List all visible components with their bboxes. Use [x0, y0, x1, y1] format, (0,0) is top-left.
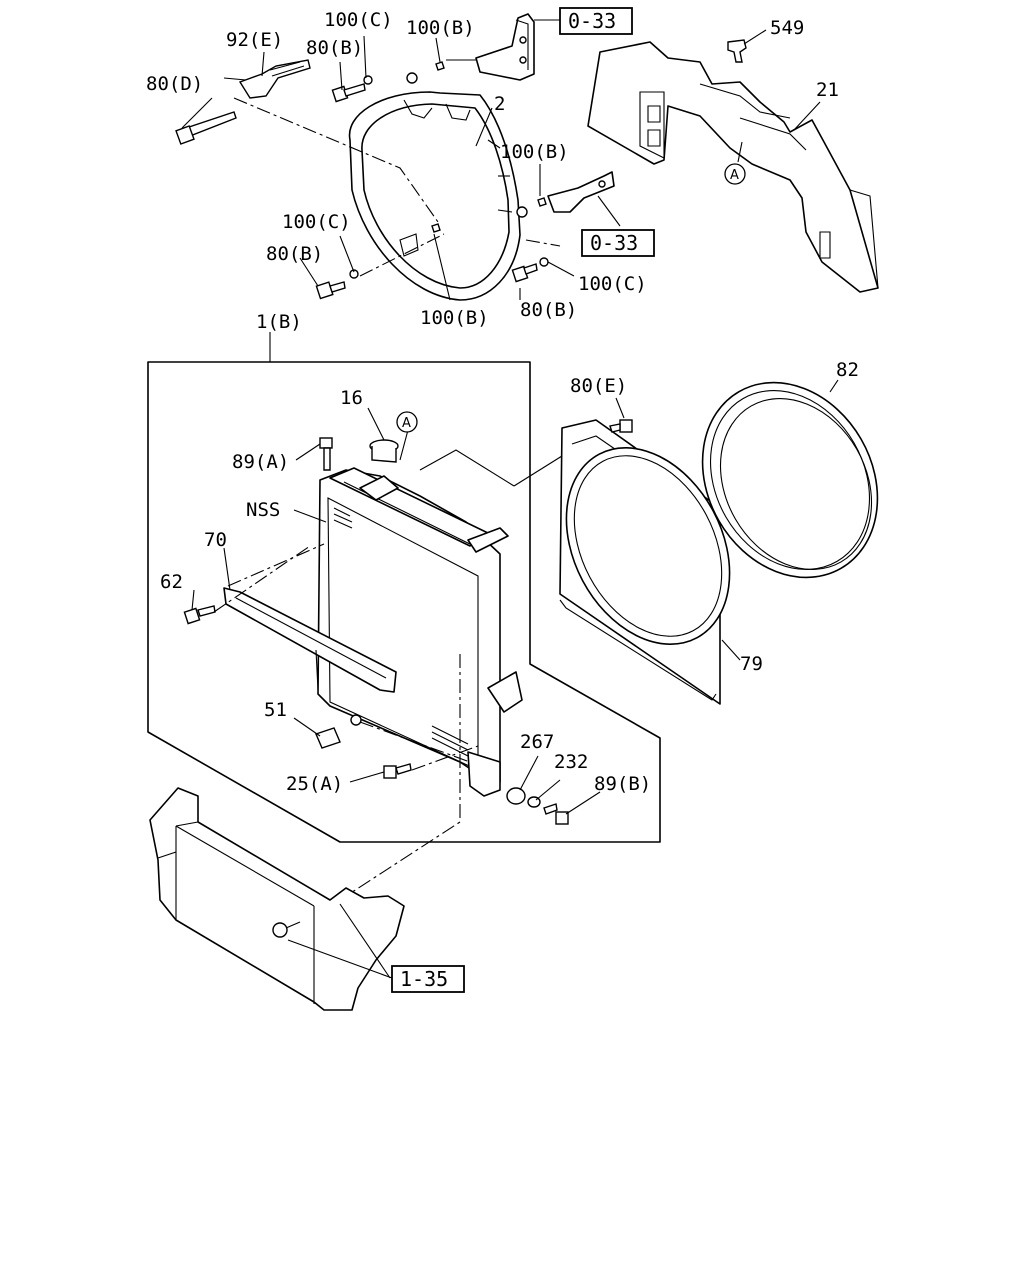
label-100b-mid: 100(B): [500, 141, 569, 163]
ref-1-35[interactable]: 1-35: [400, 967, 448, 991]
label-80d: 80(D): [146, 73, 203, 95]
ref-0-33-top[interactable]: 0-33: [568, 9, 616, 33]
marker-a-radiator-text: A: [402, 416, 411, 431]
label-nss: NSS: [246, 499, 280, 521]
bracket-mid: [547, 171, 615, 213]
fan-shroud: [559, 419, 731, 705]
intercooler: [149, 787, 405, 1011]
baffle-plate: [587, 41, 879, 293]
clip-549: [727, 39, 747, 63]
label-82: 82: [836, 359, 859, 381]
label-80b-top: 80(B): [306, 37, 363, 59]
leaders-middle: [191, 379, 839, 901]
fasteners-middle: [183, 419, 633, 825]
marker-a-radiator: A: [396, 411, 418, 433]
label-80b-bottom: 80(B): [520, 299, 577, 321]
label-1b: 1(B): [256, 311, 302, 333]
label-267: 267: [520, 731, 554, 753]
label-89a: 89(A): [232, 451, 289, 473]
label-100b-top: 100(B): [406, 17, 475, 39]
label-232: 232: [554, 751, 588, 773]
label-16: 16: [340, 387, 363, 409]
label-100c-left: 100(C): [282, 211, 351, 233]
label-89b: 89(B): [594, 773, 651, 795]
label-79: 79: [740, 653, 763, 675]
part-labels: 92(E) 100(C) 100(B) 80(B) 80(D) 2 549 21…: [146, 9, 859, 795]
ref-1-35-box[interactable]: 1-35: [391, 965, 465, 993]
label-21: 21: [816, 79, 839, 101]
label-549: 549: [770, 17, 804, 39]
ref-0-33-top-box[interactable]: 0-33: [559, 7, 633, 35]
fan-ring: [701, 381, 879, 579]
assembly-1b-outline: [147, 332, 661, 843]
label-100c-top: 100(C): [324, 9, 393, 31]
label-100c-right: 100(C): [578, 273, 647, 295]
label-70: 70: [204, 529, 227, 551]
ref-0-33-mid-box[interactable]: 0-33: [581, 229, 655, 257]
label-51: 51: [264, 699, 287, 721]
label-62: 62: [160, 571, 183, 593]
marker-a-shroud: A: [724, 163, 746, 185]
label-2: 2: [494, 93, 505, 115]
radiator: [317, 437, 523, 797]
fasteners-top: [175, 59, 549, 300]
side-member: [223, 587, 397, 693]
label-80e: 80(E): [570, 375, 627, 397]
leaders-top: [181, 19, 821, 301]
label-25a: 25(A): [286, 773, 343, 795]
label-100b-bottom: 100(B): [420, 307, 489, 329]
label-92e: 92(E): [226, 29, 283, 51]
ref-0-33-mid[interactable]: 0-33: [590, 231, 638, 255]
label-80b-left: 80(B): [266, 243, 323, 265]
marker-a-shroud-text: A: [730, 168, 739, 183]
bracket-top: [475, 13, 535, 81]
